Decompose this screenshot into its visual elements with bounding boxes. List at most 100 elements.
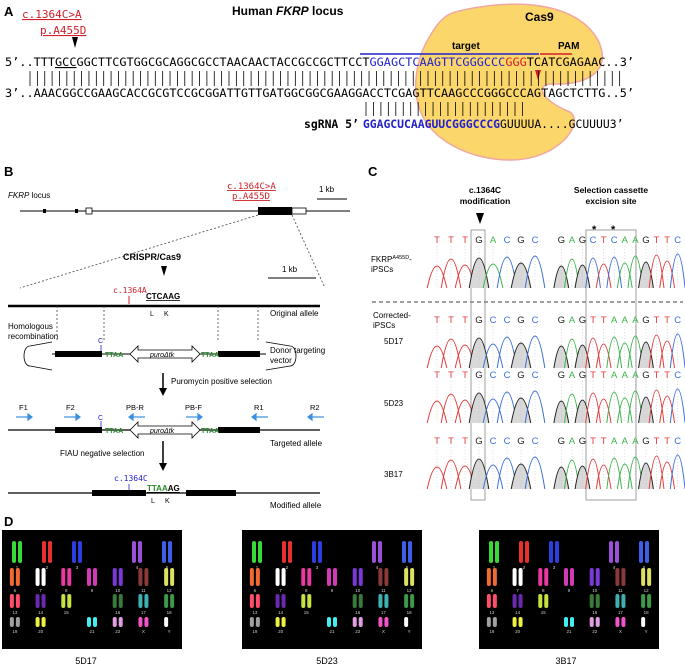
targeted-puro-label: puroΔtk (149, 428, 175, 435)
chromosome-label: 17 (381, 610, 387, 615)
chromat-peak (510, 463, 532, 490)
crispr-arrow (161, 266, 167, 276)
chromosome (48, 541, 52, 563)
panel-a-title: Human FKRP locus (232, 4, 344, 18)
primer-f1: F1 (19, 403, 28, 412)
title-gene: FKRP (276, 4, 310, 18)
chromosome (252, 541, 256, 563)
chromosome (138, 541, 142, 563)
base-call: T (601, 370, 607, 381)
chromat-peak (426, 345, 448, 369)
zoom-line-left (19, 214, 259, 289)
chromosome (615, 568, 620, 586)
chromosome (512, 568, 517, 586)
top-pam: GGG (505, 55, 527, 69)
chromat-peak (669, 333, 685, 369)
modified-ttaaag-prefix: TTAA (147, 484, 168, 493)
col1-title-line2: modification (460, 196, 511, 206)
chromosome (378, 568, 383, 586)
exon-2 (75, 209, 78, 213)
targeted-c: C (98, 415, 103, 422)
primer-pbf: PB-F (185, 403, 203, 412)
chromosome-label: 1 (16, 565, 19, 570)
top-codon: GCC (55, 55, 76, 69)
chromosome (402, 541, 406, 563)
chromosome (318, 541, 322, 563)
chromosome (41, 617, 46, 627)
targeted-ttaaag-suffix: AG (219, 428, 230, 435)
chromosome-label: 7 (516, 588, 519, 593)
chromosome (333, 568, 337, 586)
base-call: C (674, 235, 681, 246)
chromosome-label: 11 (618, 588, 623, 593)
base-call: C (504, 315, 511, 326)
chromosome-label: 5 (166, 565, 169, 570)
modified-ttaaag-suffix: AG (168, 484, 180, 493)
chromosome-label: 10 (592, 588, 598, 593)
homologous-line-1: Homologous (8, 322, 53, 331)
chromosome (61, 568, 66, 586)
chromosome (404, 617, 409, 627)
chromosome (118, 617, 123, 627)
targeted-puro-cassette (129, 421, 201, 439)
primer-f2: F2 (66, 403, 75, 412)
karyotype-label-5d17: 5D17 (75, 656, 97, 666)
chromosome (288, 541, 292, 563)
base-call: A (622, 370, 629, 381)
base-call: T (462, 235, 468, 246)
chromosome-label: 3 (316, 565, 319, 570)
chromat-peak (669, 454, 685, 490)
chromosome (378, 541, 382, 563)
chromosome (408, 541, 412, 563)
base-call: T (664, 370, 670, 381)
chromosome (35, 568, 40, 586)
chromosome-label: 1 (493, 565, 496, 570)
chromosome (358, 568, 363, 586)
base-call: T (601, 235, 607, 246)
base-call: C (532, 370, 539, 381)
sgrna-tail: GUUUUA....GCUUUU3’ (500, 117, 623, 131)
base-call: A (632, 235, 639, 246)
chromosome-label: 14 (38, 610, 44, 615)
chromosome-label: Y (645, 629, 648, 634)
base-call: C (490, 315, 497, 326)
chromosome (327, 617, 331, 627)
chromat-peak (510, 397, 532, 424)
karyotype-5d23 (242, 530, 422, 649)
chromosome (492, 594, 497, 608)
base-call: G (579, 436, 586, 447)
donor-bracket-right (265, 341, 297, 371)
title-suffix: locus (309, 4, 344, 18)
base-call: G (579, 235, 586, 246)
chromosome (489, 541, 493, 563)
chromosome (78, 541, 82, 563)
top-mid: GGCTTCGTGGCGCAGGCGCCTAACAACTACCGCCGCTTCC… (76, 55, 369, 69)
original-allele-label: Original allele (270, 309, 319, 318)
col2-title-line1: Selection cassette (574, 185, 648, 195)
base-call: T (448, 235, 454, 246)
chromosome-label: 8 (65, 588, 68, 593)
chromosome (118, 594, 123, 608)
donor-ttaaag-prefix: TTAA (201, 352, 219, 359)
chromosome (112, 617, 117, 627)
chromosome-label: 9 (91, 588, 94, 593)
c1364c-label: c.1364C (114, 474, 148, 483)
target-label: target (452, 41, 480, 52)
chromosome (378, 617, 383, 627)
base-call: A (622, 315, 629, 326)
mutation-arrow-a (72, 37, 78, 48)
locus-label: FKRP locus (8, 191, 50, 200)
chromat-peak (606, 457, 623, 490)
base-call: A (632, 436, 639, 447)
scale-label-2: 1 kb (282, 265, 298, 274)
base-call: T (654, 370, 660, 381)
chromosome-label: 19 (12, 629, 18, 634)
chromosome-label: 9 (331, 588, 334, 593)
chromosome (621, 594, 626, 608)
base-call: G (475, 436, 482, 447)
chromosome (378, 594, 383, 608)
base-call: G (642, 235, 649, 246)
